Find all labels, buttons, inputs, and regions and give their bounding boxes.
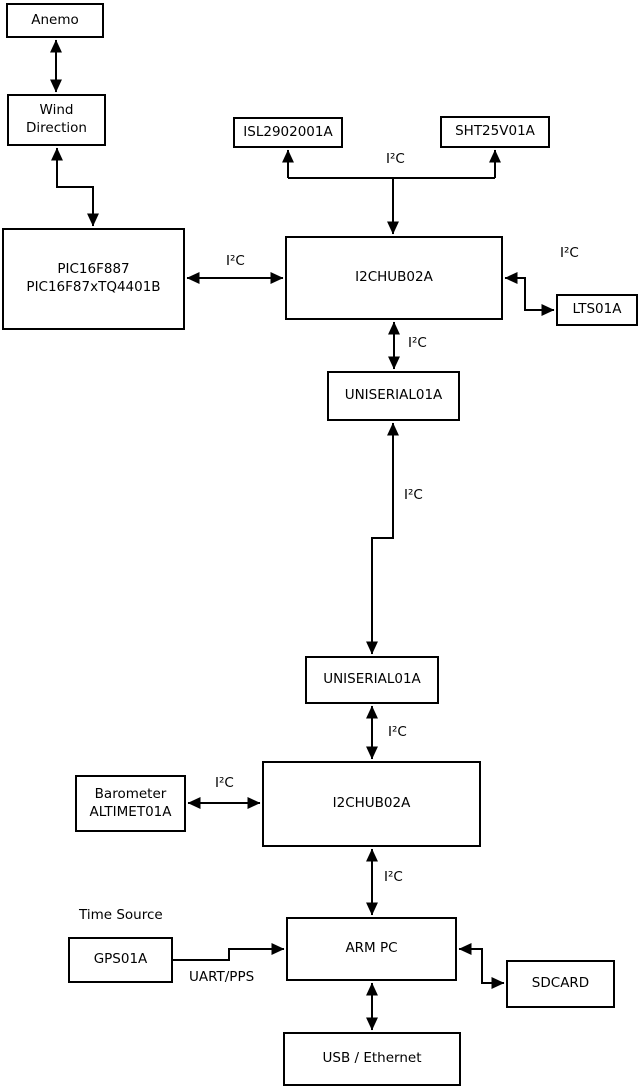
label-time-source: Time Source (79, 907, 163, 923)
node-sht25v01a-label: SHT25V01A (455, 123, 535, 140)
edge-i2chub-top-lts (504, 272, 555, 316)
label-i2c-barometer: I²C (215, 775, 234, 791)
edge-winddirection-pic (51, 147, 99, 227)
node-anemo: Anemo (6, 3, 104, 38)
node-i2chub02a-bottom: I2CHUB02A (262, 761, 481, 847)
label-i2c-i2chub-bottom-armpc: I²C (384, 869, 403, 885)
node-gps01a-label: GPS01A (93, 951, 148, 968)
node-i2chub02a-top-label: I2CHUB02A (355, 269, 433, 286)
node-arm-pc-label: ARM PC (345, 940, 398, 957)
edge-gps-armpc (173, 943, 285, 961)
label-i2c-uniserial-i2chub-bottom: I²C (388, 724, 407, 740)
node-wind-direction: Wind Direction (7, 94, 106, 146)
node-isl2902001a-label: ISL2902001A (243, 123, 333, 140)
node-i2chub02a-bottom-label: I2CHUB02A (332, 795, 411, 812)
node-usb-ethernet: USB / Ethernet (283, 1032, 461, 1086)
node-uniserial01a-top-label: UNISERIAL01A (344, 387, 443, 404)
node-gps01a: GPS01A (68, 937, 173, 983)
node-anemo-label: Anemo (31, 11, 79, 28)
node-isl2902001a: ISL2902001A (233, 117, 343, 148)
label-i2c-lts: I²C (560, 245, 579, 261)
node-sht25v01a: SHT25V01A (440, 116, 550, 148)
node-arm-pc: ARM PC (286, 917, 457, 981)
node-sdcard: SDCARD (506, 960, 615, 1008)
label-i2c-pic-i2chub-top: I²C (226, 253, 245, 269)
node-lts01a: LTS01A (556, 294, 638, 326)
node-pic16f887-label: PIC16F887 PIC16F87xTQ4401B (26, 261, 161, 295)
node-pic16f887: PIC16F887 PIC16F87xTQ4401B (2, 228, 185, 330)
node-uniserial01a-bottom: UNISERIAL01A (305, 656, 439, 704)
node-lts01a-label: LTS01A (572, 301, 622, 318)
node-usb-ethernet-label: USB / Ethernet (322, 1050, 422, 1067)
node-barometer-altimet01a-label: Barometer ALTIMET01A (89, 785, 172, 820)
node-uniserial01a-top: UNISERIAL01A (327, 371, 460, 421)
label-uart-pps: UART/PPS (189, 969, 255, 985)
edge-uniserial-top-uniserial-bottom (366, 422, 399, 655)
label-i2c-sensor-bus: I²C (386, 151, 405, 167)
node-wind-direction-label: Wind Direction (26, 102, 87, 136)
edge-armpc-sdcard (458, 943, 505, 989)
node-barometer-altimet01a: Barometer ALTIMET01A (75, 775, 186, 832)
node-i2chub02a-top: I2CHUB02A (285, 236, 503, 320)
label-i2c-i2chub-top-uniserial: I²C (408, 335, 427, 351)
node-sdcard-label: SDCARD (531, 975, 590, 992)
node-uniserial01a-bottom-label: UNISERIAL01A (323, 671, 421, 688)
label-i2c-uniserial-link: I²C (404, 487, 423, 503)
